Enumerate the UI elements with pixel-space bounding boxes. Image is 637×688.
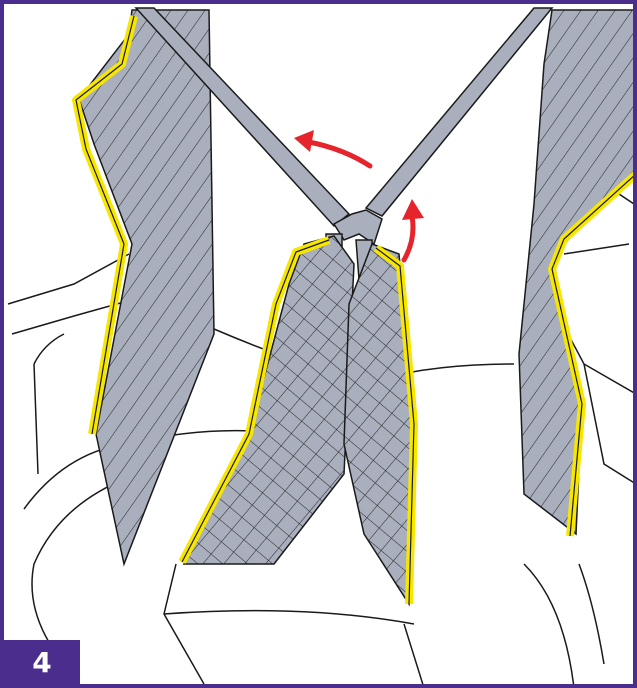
left-back-strap [79, 10, 214, 564]
harness-illustration [4, 4, 637, 688]
step-number-badge: 4 [4, 640, 80, 684]
